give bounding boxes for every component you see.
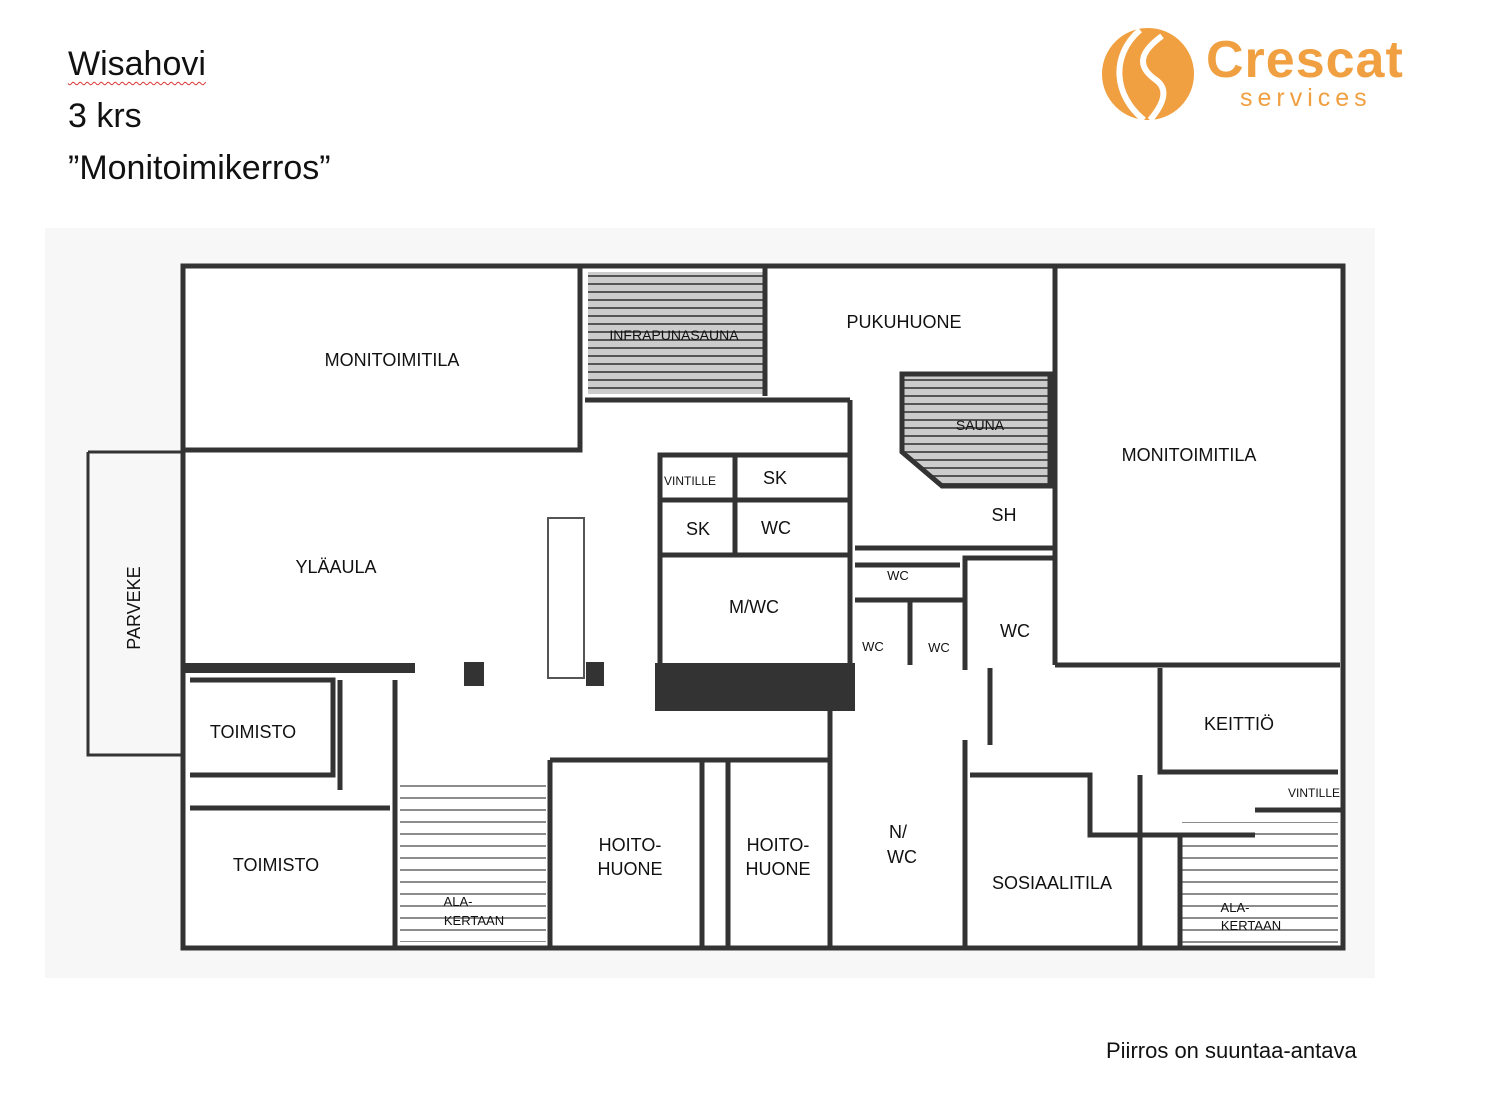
crescat-logo: Crescat services — [1100, 26, 1420, 123]
crescat-logo-icon — [1102, 27, 1194, 123]
pillar — [586, 662, 604, 686]
room-label-mwc: M/WC — [729, 597, 779, 617]
walls — [86, 263, 1346, 951]
room-label-ylaaula: YLÄAULA — [295, 557, 376, 577]
room-label-wc: WC — [887, 568, 909, 583]
stairs-west — [400, 780, 546, 942]
room-label-sh: SH — [991, 505, 1016, 525]
room-label-sauna: SAUNA — [956, 417, 1005, 433]
logo-tagline: services — [1240, 84, 1372, 112]
room-label-nwc: WC — [887, 847, 917, 867]
logo-brand: Crescat — [1206, 31, 1404, 89]
reception-desk — [547, 517, 585, 679]
room-label-pukuhuone: PUKUHUONE — [846, 312, 961, 332]
room-label-vintille: VINTILLE — [664, 474, 716, 488]
room-label-sosiaalitila: SOSIAALITILA — [992, 873, 1112, 893]
room-label-wc: WC — [862, 639, 884, 654]
floor-name: ”Monitoimikerros” — [68, 149, 331, 187]
room-label-sk: SK — [686, 519, 710, 539]
room-label-hoitohuone: HUONE — [597, 859, 662, 879]
room-label-vintille: VINTILLE — [1288, 786, 1340, 800]
room-label-alakertaan: ALA- — [444, 894, 473, 909]
stairs-east — [1182, 822, 1338, 944]
room-label-wc: WC — [761, 518, 791, 538]
room-label-monitoimitila-west: MONITOIMITILA — [325, 350, 460, 370]
room-label-toimisto: TOIMISTO — [210, 722, 296, 742]
room-label-hoitohuone: HOITO- — [747, 835, 810, 855]
room-label-infrapunasauna: INFRAPUNASAUNA — [609, 327, 739, 343]
pillar — [464, 662, 484, 686]
building-name: Wisahovi — [68, 45, 206, 83]
room-label-hoitohuone: HOITO- — [599, 835, 662, 855]
room-label-wc: WC — [928, 640, 950, 655]
sauna-benches — [899, 371, 1053, 489]
room-label-sk: SK — [763, 468, 787, 488]
room-label-monitoimitila-east: MONITOIMITILA — [1122, 445, 1257, 465]
room-label-toimisto: TOIMISTO — [233, 855, 319, 875]
room-label-keittio: KEITTIÖ — [1204, 714, 1274, 734]
plan-title: Wisahovi 3 krs ”Monitoimikerros” — [68, 38, 331, 194]
counter — [655, 663, 855, 711]
room-label-nwc: N/ — [889, 822, 907, 842]
room-label-wc: WC — [1000, 621, 1030, 641]
room-label-parveke: PARVEKE — [124, 566, 144, 649]
room-label-alakertaan: KERTAAN — [444, 913, 504, 928]
disclaimer-note: Piirros on suuntaa-antava — [1106, 1038, 1357, 1063]
room-label-alakertaan: ALA- — [1221, 900, 1250, 915]
room-label-hoitohuone: HUONE — [745, 859, 810, 879]
room-label-alakertaan: KERTAAN — [1221, 918, 1281, 933]
floor-number: 3 krs — [68, 97, 142, 135]
infrared-sauna-benches — [588, 272, 764, 394]
